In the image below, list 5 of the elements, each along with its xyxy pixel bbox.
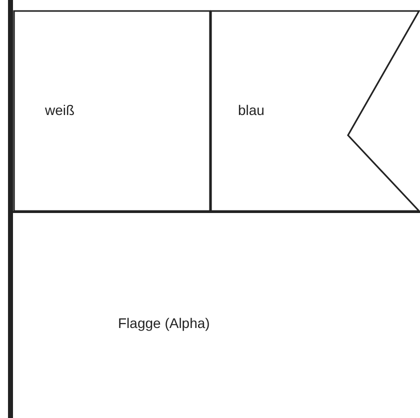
field-label: blau	[238, 102, 264, 118]
flag-caption: Flagge (Alpha)	[118, 315, 210, 331]
flag-field	[13, 10, 211, 212]
swallowtail-field	[210, 10, 420, 212]
field-label: weiß	[45, 102, 75, 118]
